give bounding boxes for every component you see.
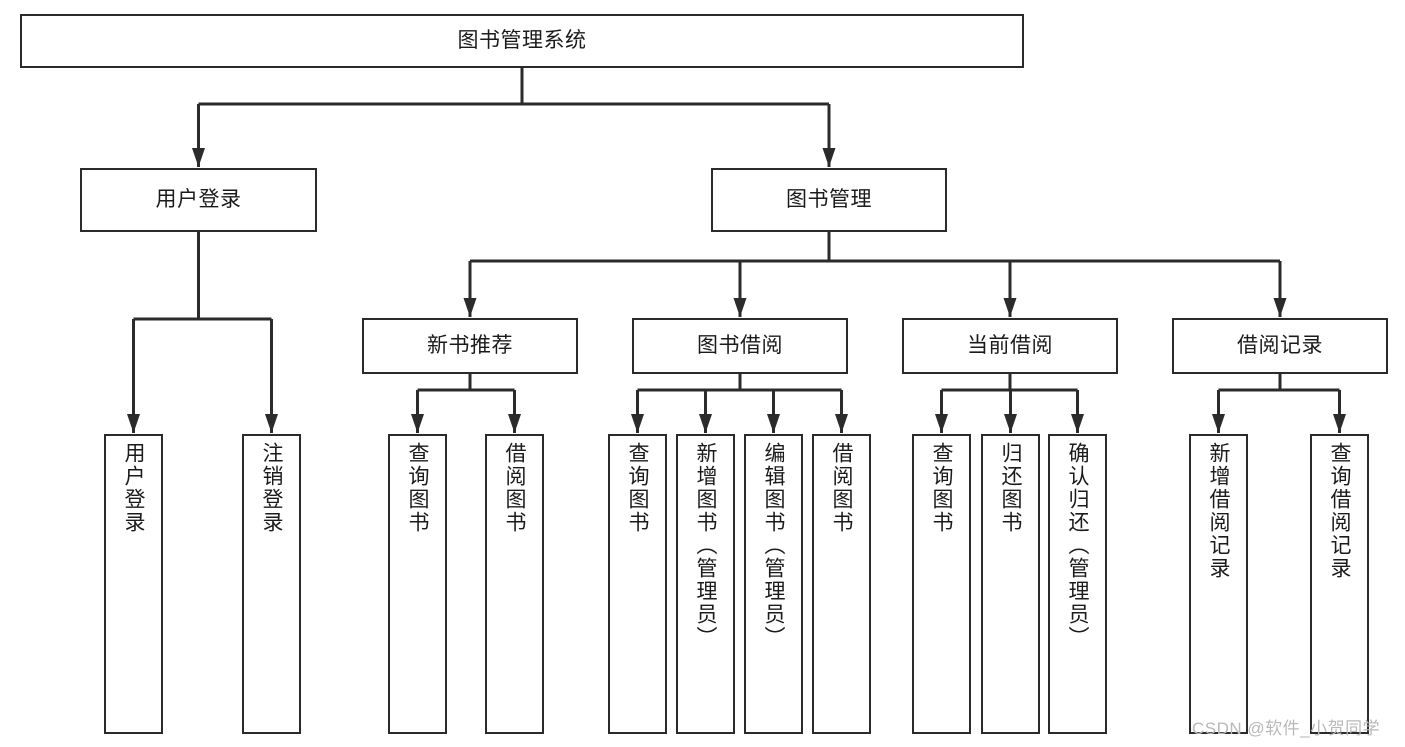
watermark: CSDN @软件_小贺同学 [1192,719,1381,738]
node-label-leaf-cur-confirm: 确认归还（管理员） [1066,442,1089,649]
arrowhead-icon [935,414,948,433]
arrowhead-icon [1003,298,1017,317]
node-label-leaf-rec-query: 查询借阅记录 [1328,442,1351,580]
node-label-leaf-nb-query: 查询图书 [406,442,429,534]
arrowhead-icon [1212,414,1225,433]
node-label-leaf-bk-borrow: 借阅图书 [830,442,853,534]
node-label-bookmgmt: 图书管理 [786,187,872,211]
node-label-newbook: 新书推荐 [427,333,513,357]
node-label-borrow: 图书借阅 [697,333,783,357]
node-login[interactable]: 用户登录 [80,168,317,232]
node-label-leaf-user-logout: 注销登录 [260,442,283,534]
arrowhead-icon [508,414,521,433]
node-newbook[interactable]: 新书推荐 [362,318,578,374]
node-leaf-user-login[interactable]: 用户登录 [104,434,163,734]
node-label-leaf-rec-add: 新增借阅记录 [1207,442,1230,580]
node-label-leaf-bk-add: 新增图书（管理员） [694,442,717,649]
arrowhead-icon [463,298,477,317]
node-borrow[interactable]: 图书借阅 [632,318,848,374]
node-leaf-cur-confirm[interactable]: 确认归还（管理员） [1048,434,1107,734]
node-label-root: 图书管理系统 [457,28,587,52]
node-leaf-bk-add[interactable]: 新增图书（管理员） [676,434,735,734]
node-bookmgmt[interactable]: 图书管理 [711,168,947,232]
arrowhead-icon [631,414,644,433]
arrowhead-icon [1273,298,1287,317]
arrowhead-icon [699,414,712,433]
node-label-current: 当前借阅 [967,333,1053,357]
arrowhead-icon [127,414,140,433]
arrowhead-icon [835,414,848,433]
arrowhead-icon [1004,414,1017,433]
node-leaf-nb-query[interactable]: 查询图书 [388,434,447,734]
arrowhead-icon [411,414,424,433]
node-label-leaf-cur-query: 查询图书 [930,442,953,534]
node-leaf-rec-add[interactable]: 新增借阅记录 [1189,434,1248,734]
arrowhead-icon [733,298,747,317]
node-leaf-cur-return[interactable]: 归还图书 [981,434,1040,734]
node-label-leaf-cur-return: 归还图书 [999,442,1022,534]
node-leaf-bk-edit[interactable]: 编辑图书（管理员） [744,434,803,734]
arrowhead-icon [265,414,278,433]
arrowhead-icon [1333,414,1346,433]
node-current[interactable]: 当前借阅 [902,318,1118,374]
arrowhead-icon [767,414,780,433]
node-leaf-rec-query[interactable]: 查询借阅记录 [1310,434,1369,734]
arrowhead-icon [1071,414,1084,433]
node-label-leaf-bk-query: 查询图书 [626,442,649,534]
node-leaf-nb-borrow[interactable]: 借阅图书 [485,434,544,734]
node-leaf-bk-borrow[interactable]: 借阅图书 [812,434,871,734]
arrowhead-icon [192,148,205,167]
node-records[interactable]: 借阅记录 [1172,318,1388,374]
node-root[interactable]: 图书管理系统 [20,14,1024,68]
node-leaf-user-logout[interactable]: 注销登录 [242,434,301,734]
node-label-leaf-bk-edit: 编辑图书（管理员） [762,442,785,649]
arrowhead-icon [822,148,836,167]
node-label-leaf-user-login: 用户登录 [122,442,145,534]
node-label-records: 借阅记录 [1237,333,1323,357]
node-leaf-bk-query[interactable]: 查询图书 [608,434,667,734]
node-label-login: 用户登录 [155,187,242,211]
node-label-leaf-nb-borrow: 借阅图书 [503,442,526,534]
node-leaf-cur-query[interactable]: 查询图书 [912,434,971,734]
